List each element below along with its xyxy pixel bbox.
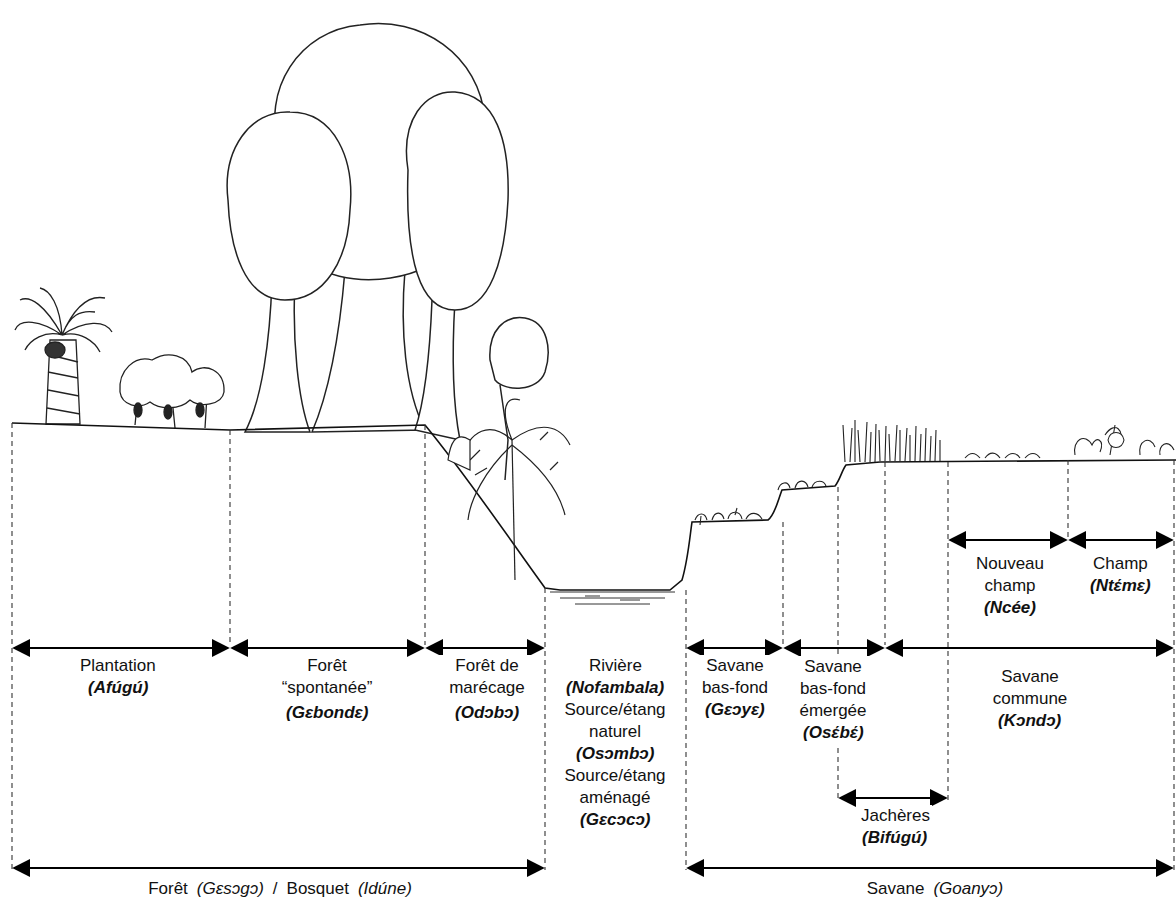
palm-tree (15, 288, 112, 424)
tree-fern (448, 399, 570, 580)
local-name: (Bifúgú) (860, 827, 929, 849)
local-name: (Gεsɔgɔ) (195, 878, 266, 900)
local-name: (Afúgú) (86, 677, 150, 699)
local-name: (Ntέmε) (1088, 575, 1153, 597)
local-name: (Osέbέ) (801, 722, 866, 744)
zone-label: Rivière (587, 655, 644, 677)
local-name: (Nofambala) (564, 677, 666, 699)
zone-label: Forêt (146, 878, 190, 900)
zone-label: Champ (1091, 553, 1150, 575)
label-row: Forêt(Gεsɔgɔ)/Bosquet(Idúne) (146, 878, 414, 900)
local-name: (Idúne) (356, 878, 414, 900)
zone-boundaries (12, 423, 1174, 870)
label-row: Savane(Goanyɔ) (865, 878, 1006, 900)
local-name: (Ncée) (982, 597, 1038, 619)
zone-label: / (271, 878, 280, 900)
zone-label: Bosquet (285, 878, 351, 900)
river-water (550, 592, 675, 604)
zone-label: Forêt de marécage (434, 655, 540, 699)
local-name: (Gεbondε) (284, 702, 370, 724)
span-arrows (14, 540, 1172, 868)
zone-label: Savane bas-fond (689, 655, 781, 699)
zone-label: Savane commune (982, 666, 1078, 710)
local-name: (Osɔmbɔ) (574, 743, 656, 765)
savanna-vegetation (695, 420, 1174, 525)
local-name: (Odɔbɔ) (453, 702, 521, 724)
zone-label: Savane (865, 878, 927, 900)
local-name: (Goanyɔ) (931, 878, 1005, 900)
cocoa-bushes (120, 355, 224, 428)
zone-label: Nouveau champ (967, 553, 1053, 597)
zone-label: Jachères (859, 805, 932, 827)
local-name: (Kɔndɔ) (996, 710, 1063, 732)
forest-trees (227, 23, 548, 480)
zone-label: Savane bas-fond émergée (787, 656, 879, 722)
zone-label: Source/étang naturel (557, 699, 673, 743)
zone-label: Plantation (78, 655, 158, 677)
local-name: (Gεɔyε) (703, 699, 767, 721)
local-name: (Gεcɔcɔ) (578, 809, 653, 831)
zone-label: Forêt “spontanée” (269, 655, 385, 699)
zone-label: Source/étang aménagé (557, 765, 673, 809)
